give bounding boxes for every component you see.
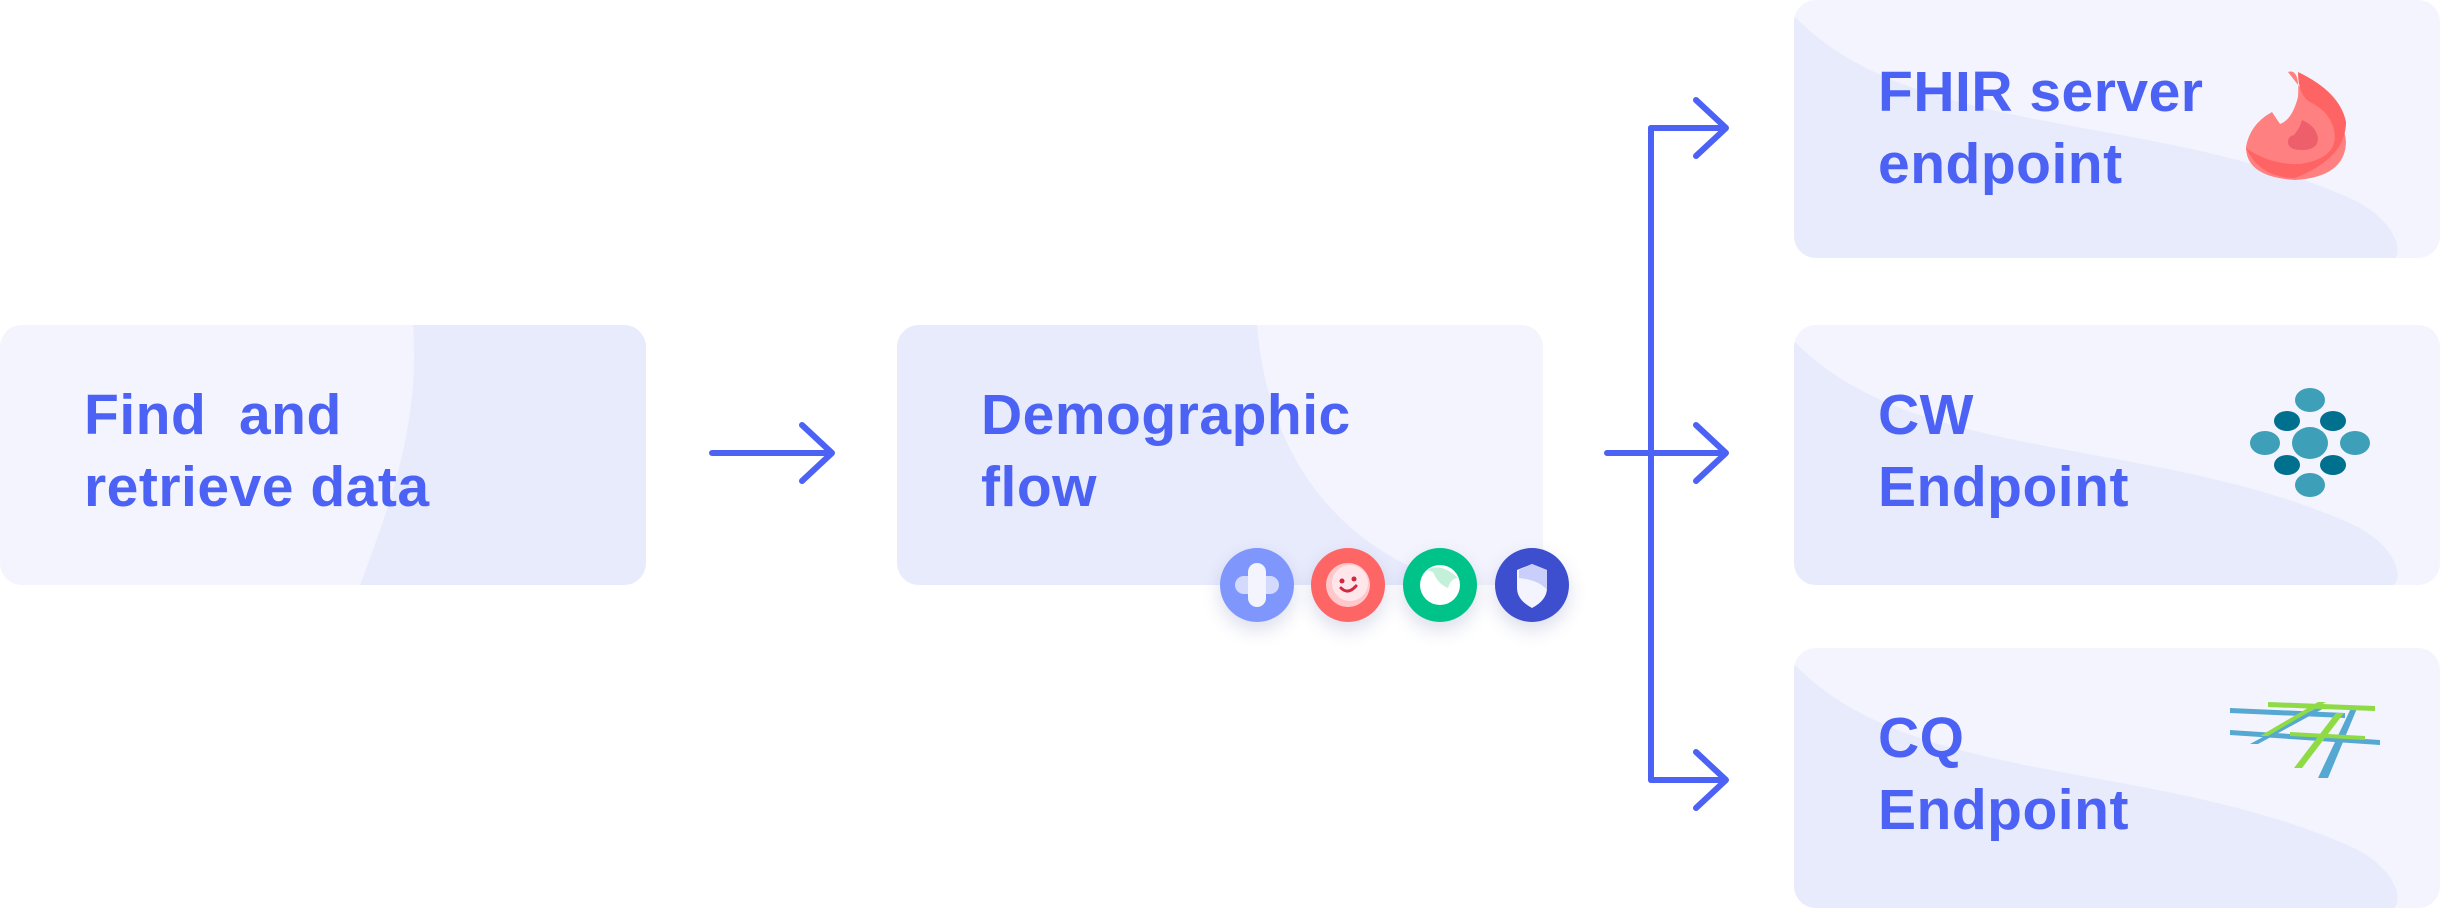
flame-icon <box>2246 71 2346 180</box>
shield-icon <box>1495 548 1569 622</box>
commonwell-icon <box>2250 388 2370 497</box>
carequality-icon <box>2230 702 2380 778</box>
leaf-icon <box>1403 548 1477 622</box>
arrow-flow-to-endpoints <box>1604 422 1729 484</box>
arrow-to-cq <box>1648 749 1729 811</box>
arrow-to-fhir <box>1648 97 1729 159</box>
arrow-source-to-flow <box>709 422 835 484</box>
plus-icon <box>1220 548 1294 622</box>
smiley-icon <box>1311 548 1385 622</box>
